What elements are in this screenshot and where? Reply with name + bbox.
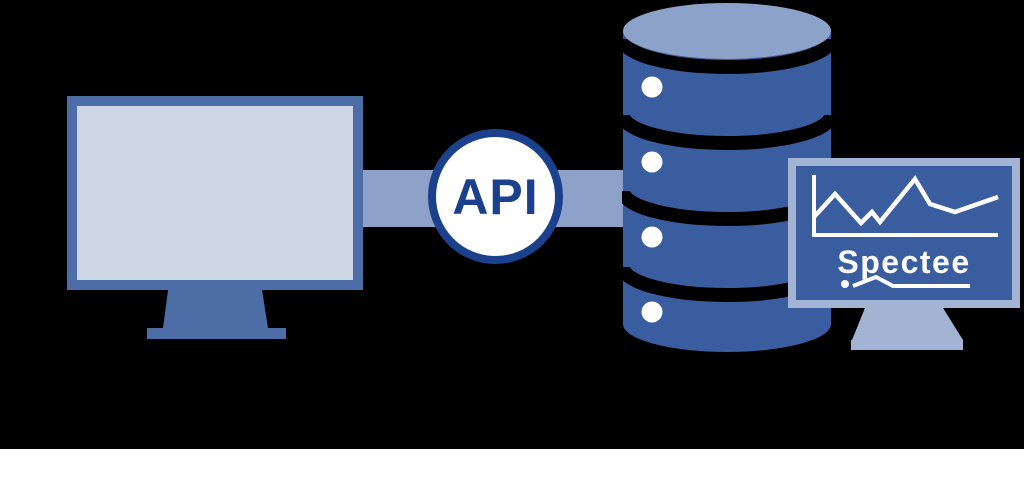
client-monitor-stand-neck	[163, 290, 268, 328]
spectee-logo-text: Spectee	[837, 244, 971, 280]
spectee-underline-line	[852, 274, 970, 288]
db-disk-indicator-dot	[641, 301, 663, 323]
spectee-underline-dot	[841, 280, 849, 288]
db-disk-indicator-dot	[641, 151, 663, 173]
api-label: API	[452, 168, 539, 225]
spectee-logo-underline	[841, 274, 970, 288]
db-disk-gap	[622, 114, 832, 150]
spectee-line-chart	[812, 175, 999, 237]
footer-band	[0, 449, 1024, 477]
api-circle: API	[428, 129, 563, 264]
spectee-monitor-stand-neck	[852, 308, 963, 340]
spectee-chart-axis	[812, 175, 998, 237]
spectee-chart-line	[812, 175, 999, 227]
database-icon	[622, 3, 832, 352]
client-monitor-screen	[77, 106, 353, 280]
db-top-ellipse	[623, 3, 831, 59]
db-top-gap	[622, 38, 832, 74]
spectee-monitor-stand-base	[851, 340, 963, 350]
db-body	[623, 31, 831, 352]
db-disk-indicator-dot	[641, 76, 663, 98]
db-dots	[641, 76, 663, 323]
db-disk-indicator-dot	[641, 226, 663, 248]
client-monitor-stand-base	[147, 328, 286, 339]
